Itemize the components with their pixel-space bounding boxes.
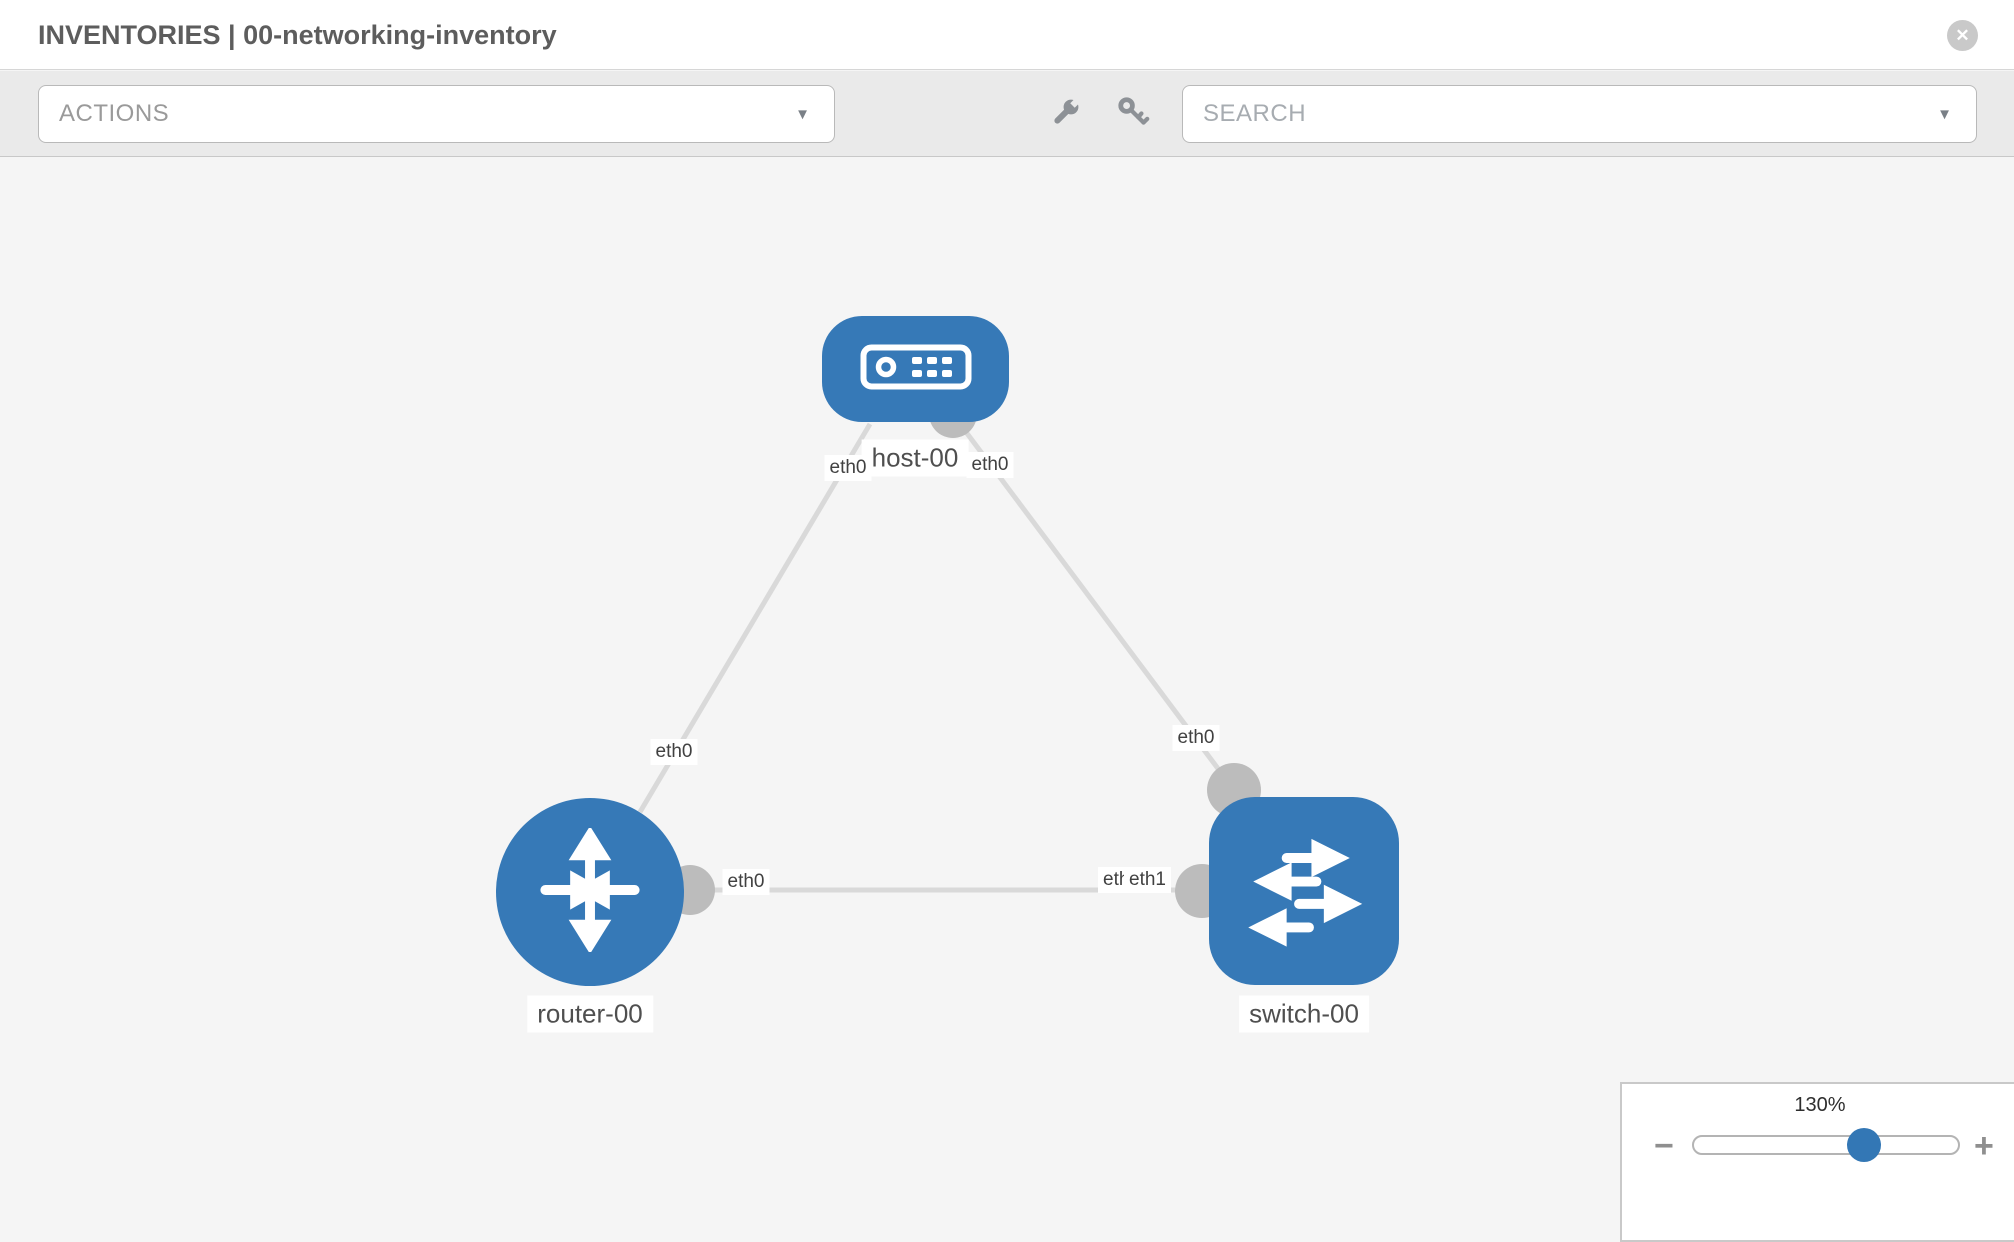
node-switch[interactable]: [1209, 797, 1399, 985]
close-button[interactable]: ✕: [1947, 20, 1978, 51]
page-title: INVENTORIES | 00-networking-inventory: [38, 20, 557, 50]
caret-down-icon: ▼: [795, 105, 810, 123]
toolbar: ACTIONS ▼ ▼: [0, 71, 2014, 157]
header: INVENTORIES | 00-networking-inventory ✕: [0, 0, 2014, 70]
interface-label-eth0: eth0: [824, 455, 872, 481]
zoom-out-button[interactable]: −: [1654, 1127, 1674, 1165]
node-label-router: router-00: [527, 995, 653, 1033]
topology-links: [637, 422, 1240, 893]
actions-dropdown[interactable]: ACTIONS ▼: [38, 85, 835, 143]
node-host[interactable]: [822, 316, 1009, 422]
topology-canvas[interactable]: host-00 router-00: [0, 157, 2014, 1242]
interface-label-eth0: eth0: [1172, 725, 1220, 751]
interface-label-eth0: eth0: [722, 869, 770, 895]
search-combobox[interactable]: ▼: [1182, 85, 1977, 143]
server-icon: [860, 344, 972, 395]
zoom-slider-track[interactable]: [1692, 1135, 1960, 1155]
zoom-percent-value: 130%: [1794, 1094, 1846, 1116]
key-icon: [1116, 95, 1152, 136]
node-label-switch: switch-00: [1239, 995, 1369, 1033]
switch-arrows-icon: [1242, 827, 1366, 956]
key-button[interactable]: [1112, 93, 1156, 137]
close-icon: ✕: [1955, 25, 1970, 45]
zoom-slider-thumb[interactable]: [1847, 1128, 1881, 1162]
search-input[interactable]: [1203, 100, 1938, 128]
wrench-icon: [1047, 95, 1083, 136]
interface-label-eth0: eth0: [966, 452, 1014, 478]
router-arrows-icon: [528, 825, 652, 957]
interface-label-eth0: eth0: [650, 739, 698, 765]
configure-tools-button[interactable]: [1043, 93, 1087, 137]
zoom-control-panel: 130% − +: [1620, 1082, 2014, 1242]
caret-down-icon: ▼: [1937, 105, 1952, 123]
actions-dropdown-label: ACTIONS: [59, 100, 170, 127]
zoom-in-button[interactable]: +: [1974, 1127, 1994, 1165]
node-label-host: host-00: [861, 439, 969, 477]
interface-label-eth1: eth1: [1124, 867, 1171, 893]
node-router[interactable]: [496, 798, 684, 986]
